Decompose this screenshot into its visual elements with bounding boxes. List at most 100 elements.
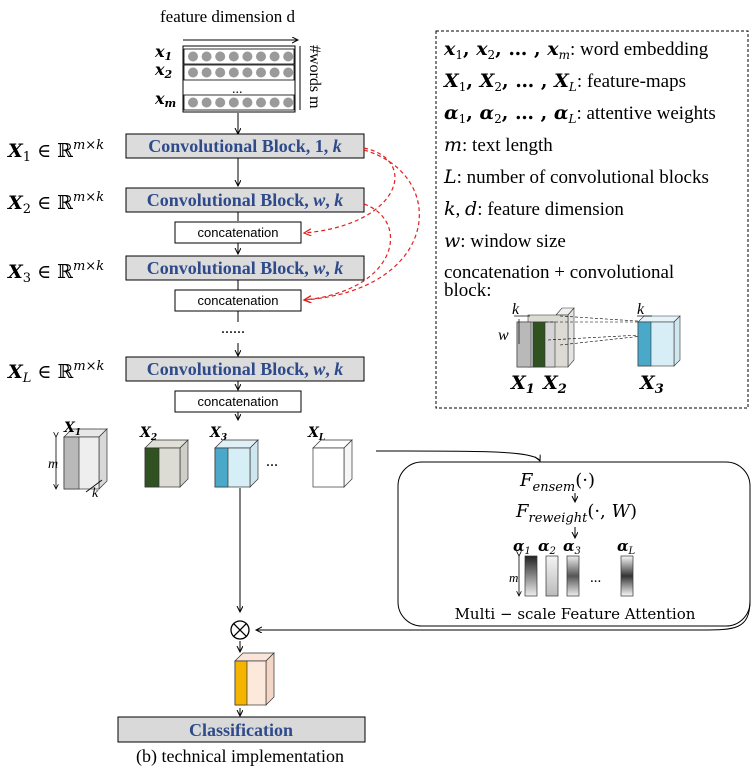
dim-m-label: m (48, 457, 58, 472)
legend-item-word-embedding: x1, x2, … , xm: word embedding (443, 38, 709, 62)
legend-item-feature-dimension: k, d: feature dimension (444, 198, 624, 220)
conv-block-1-box (125, 133, 365, 159)
feature-map-x2-stripe (144, 447, 160, 488)
feature-map-x1-stripe (63, 436, 80, 490)
embedding-dot (242, 51, 253, 62)
figure-caption: (b) technical implementation (136, 746, 344, 767)
embedding-dot (215, 51, 226, 62)
skip-connection-1 (304, 147, 396, 233)
output-feature-map (234, 652, 275, 706)
concat-3: concatenation (174, 390, 302, 413)
conv-block-L-box (125, 356, 365, 382)
legend-illus-k1-label: k (512, 301, 520, 318)
alpha-L-bar (620, 555, 634, 597)
words-axis-label: #words m (306, 45, 323, 109)
legend-item-concat-line2: block: (444, 280, 492, 301)
embedding-dot (188, 97, 198, 108)
feature-map-x3-label: X3 (209, 425, 227, 443)
attention-to-multiply-arrow (256, 594, 751, 630)
embedding-dots (188, 51, 294, 108)
matrix-row-x2 (183, 64, 295, 81)
row-label-x2: x2 (154, 60, 173, 81)
classification-box (117, 716, 366, 743)
feature-map-x1-label: X1 (63, 420, 81, 438)
classification-block: Classification (117, 716, 366, 743)
concat-1-box (174, 221, 302, 244)
embedding-dot (201, 97, 212, 108)
embedding-dot (256, 67, 266, 78)
alpha-3-bar (566, 555, 580, 597)
matrix-row-ellipsis: ... (232, 82, 243, 97)
concat-1: concatenation (174, 221, 302, 244)
embedding-dot (283, 97, 294, 108)
legend-illus-k2-label: k (637, 301, 645, 318)
to-attention-arrow (375, 450, 540, 461)
row-label-xm: xm (154, 89, 176, 110)
embedding-dot (269, 51, 280, 62)
embedding-dot (188, 51, 198, 62)
conv-block-1-label: Convolutional Block, 1, k (148, 136, 342, 156)
embedding-dot (283, 67, 294, 78)
f-ensem-label: Fensem(·) (519, 470, 595, 495)
legend-item-window-size: w: window size (444, 230, 566, 252)
embedding-dot (256, 51, 266, 62)
embedding-dot (215, 97, 226, 108)
feature-map-xL-label: XL (307, 425, 325, 443)
attention-caption: Multi − scale Feature Attention (455, 605, 696, 623)
multiply-node (230, 620, 250, 640)
matrix-row-xm (183, 94, 295, 111)
embedding-dot (242, 67, 253, 78)
alpha-2-bar (545, 555, 559, 597)
matrix-row-x1 (183, 48, 295, 65)
feature-map-xL: XL (307, 425, 353, 488)
embedding-dot (256, 97, 266, 108)
legend-item-text-length: m: text length (444, 134, 553, 156)
f-reweight-label: Freweight(·, W) (515, 501, 637, 526)
legend-item-attentive-weights: α1, α2, … , αL: attentive weights (444, 102, 716, 126)
embedding-dot (228, 51, 239, 62)
concat-2: concatenation (174, 289, 302, 312)
embedding-dot (242, 97, 253, 108)
multi-scale-attention: Fensem(·) Freweight(·, W) α1 α2 α3 αL m … (397, 461, 751, 627)
embedding-dot (228, 97, 239, 108)
dim-k-arrow (85, 479, 103, 493)
conv-block-2: X2 ∈ ℝm×k Convolutional Block, w, k (7, 187, 365, 217)
feature-maps-ellipsis: ... (266, 453, 278, 470)
legend-panel: x1, x2, … , xm: word embedding X1, X2, …… (435, 30, 749, 409)
feature-maps: X1 m k X2 X3 ... XL (48, 420, 353, 501)
legend-item-num-blocks: L: number of convolutional blocks (443, 166, 709, 188)
legend-illus-w-label: w (498, 327, 509, 344)
embedding-dot (269, 97, 280, 108)
dim-k-label: k (92, 486, 99, 501)
alpha-ellipsis: ... (590, 570, 601, 586)
legend-item-concat-line1: concatenation + convolutional (444, 262, 674, 283)
concat-1-label: concatenation (198, 225, 279, 240)
blocks-ellipsis: ...... (221, 320, 245, 337)
embedding-dot (283, 51, 294, 62)
concat-2-box (174, 289, 302, 312)
conv-block-L-label: Convolutional Block, w, k (147, 359, 344, 379)
classification-label: Classification (189, 720, 293, 740)
embedding-dot (201, 51, 212, 62)
main-flow-arrows (238, 113, 240, 716)
feature-label-x2: X2 ∈ ℝm×k (7, 190, 104, 217)
embedding-dot (269, 67, 280, 78)
legend-item-feature-maps: X1, X2, … , XL: feature-maps (443, 70, 686, 94)
embedding-dot (188, 67, 198, 78)
feature-map-x2: X2 (139, 425, 189, 488)
legend-illustration: k w k X1 X2 X3 (498, 301, 681, 397)
feature-label-x3: X3 ∈ ℝm×k (7, 259, 104, 286)
word-embedding-matrix: feature dimension d ... #words m x1 x2 x… (154, 7, 323, 113)
conv-block-3-label: Convolutional Block, w, k (147, 258, 344, 278)
feature-map-x3-stripe (214, 447, 229, 488)
output-feature-map-stripe (234, 660, 248, 706)
concat-2-label: concatenation (198, 293, 279, 308)
feature-map-x1: X1 m k (48, 420, 108, 501)
skip-connection-3 (304, 203, 391, 300)
feature-label-xL: XL ∈ ℝm×k (7, 359, 105, 386)
concat-3-label: concatenation (198, 394, 279, 409)
embedding-dot (215, 67, 226, 78)
conv-block-2-box (125, 187, 365, 213)
skip-connections (304, 147, 420, 300)
